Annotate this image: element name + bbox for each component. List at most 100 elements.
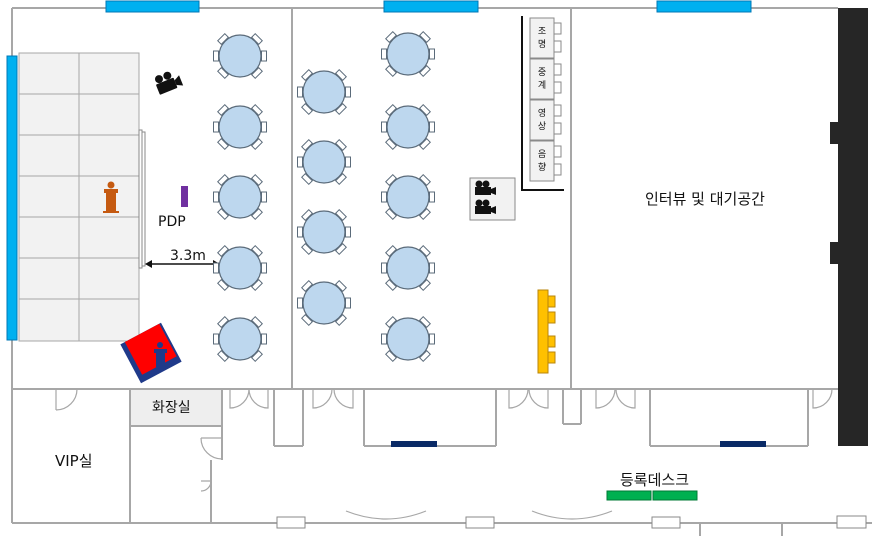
chair: [261, 191, 267, 203]
registration-desk-label: 등록데스크: [620, 471, 689, 489]
table-top: [218, 34, 262, 78]
camera-icon: [475, 180, 496, 195]
round-table: [213, 174, 267, 220]
camera-icon: [154, 71, 184, 95]
table-top: [218, 175, 262, 219]
booth-section: 영상: [529, 99, 562, 141]
main-podium: [120, 322, 182, 384]
round-table: [297, 209, 351, 255]
chair: [213, 121, 219, 133]
table-top: [386, 246, 430, 290]
booth-section: 조명: [529, 17, 562, 59]
chair: [381, 48, 387, 60]
table-top: [218, 317, 262, 361]
chair: [297, 86, 303, 98]
chair: [213, 262, 219, 274]
windows: [6, 0, 752, 341]
chair: [553, 22, 562, 35]
chair: [553, 163, 562, 176]
booth-section-label: 조: [538, 27, 546, 37]
chair: [345, 156, 351, 168]
table-top: [218, 105, 262, 149]
chair: [345, 297, 351, 309]
booth-desk: [529, 99, 555, 141]
chair: [429, 121, 435, 133]
chair: [381, 333, 387, 345]
chair: [213, 191, 219, 203]
round-table: [297, 280, 351, 326]
chair: [429, 262, 435, 274]
right-wall: [830, 8, 868, 446]
interview-area-label: 인터뷰 및 대기공간: [645, 190, 765, 208]
booth-desk: [529, 58, 555, 100]
stage-grid: [19, 53, 139, 341]
table-top: [386, 175, 430, 219]
round-tables: [213, 31, 435, 362]
restroom-box: [131, 390, 221, 425]
chair: [429, 191, 435, 203]
round-table: [381, 245, 435, 291]
table-top: [386, 317, 430, 361]
round-table: [213, 33, 267, 79]
chair: [429, 333, 435, 345]
chair: [213, 50, 219, 62]
podium-icon: [103, 181, 119, 213]
booth-section-label: 음: [538, 149, 546, 160]
chair: [261, 262, 267, 274]
chair: [297, 226, 303, 238]
booth-desk: [529, 140, 555, 182]
table-top: [302, 281, 346, 325]
podium-icon: [154, 342, 167, 367]
round-table: [381, 104, 435, 150]
pdp-screen: [181, 186, 188, 207]
chair: [213, 333, 219, 345]
walls: [11, 7, 872, 536]
booth-section: 음향: [529, 140, 562, 182]
round-table: [213, 245, 267, 291]
chair: [297, 156, 303, 168]
yellow-tables: [537, 289, 556, 374]
chair: [261, 333, 267, 345]
round-table: [381, 174, 435, 220]
round-table: [213, 104, 267, 150]
booth-section-label: 명: [538, 39, 546, 50]
table-top: [302, 140, 346, 184]
table-top: [386, 32, 430, 76]
round-table: [381, 316, 435, 362]
table-top: [302, 210, 346, 254]
round-table: [213, 316, 267, 362]
chair: [553, 40, 562, 53]
bottom-boxes: [276, 515, 867, 529]
stage-steps: [138, 129, 146, 269]
chair: [429, 48, 435, 60]
chair: [553, 145, 562, 158]
booth-section-label: 향: [538, 161, 546, 173]
chair: [261, 121, 267, 133]
chair: [345, 86, 351, 98]
chair: [553, 104, 562, 117]
camera-booth: [469, 177, 516, 221]
chair: [553, 81, 562, 94]
pdp-label: PDP: [158, 214, 186, 230]
booth-section-label: 영: [538, 108, 546, 119]
restroom-label: 화장실: [152, 400, 191, 416]
chair: [381, 191, 387, 203]
round-table: [297, 69, 351, 115]
chair: [261, 50, 267, 62]
chair: [381, 262, 387, 274]
vip-room-label: VIP실: [55, 452, 93, 470]
distance-label: 3.3m: [170, 248, 206, 264]
booth-section-label: 계: [538, 79, 546, 91]
booth-section-label: 상: [538, 121, 546, 132]
table-top: [386, 105, 430, 149]
chair: [297, 297, 303, 309]
round-table: [297, 139, 351, 185]
registration-desk: [606, 490, 698, 501]
chair: [553, 63, 562, 76]
table-top: [218, 246, 262, 290]
navy-bars: [391, 441, 766, 447]
round-table: [381, 31, 435, 77]
chair: [345, 226, 351, 238]
